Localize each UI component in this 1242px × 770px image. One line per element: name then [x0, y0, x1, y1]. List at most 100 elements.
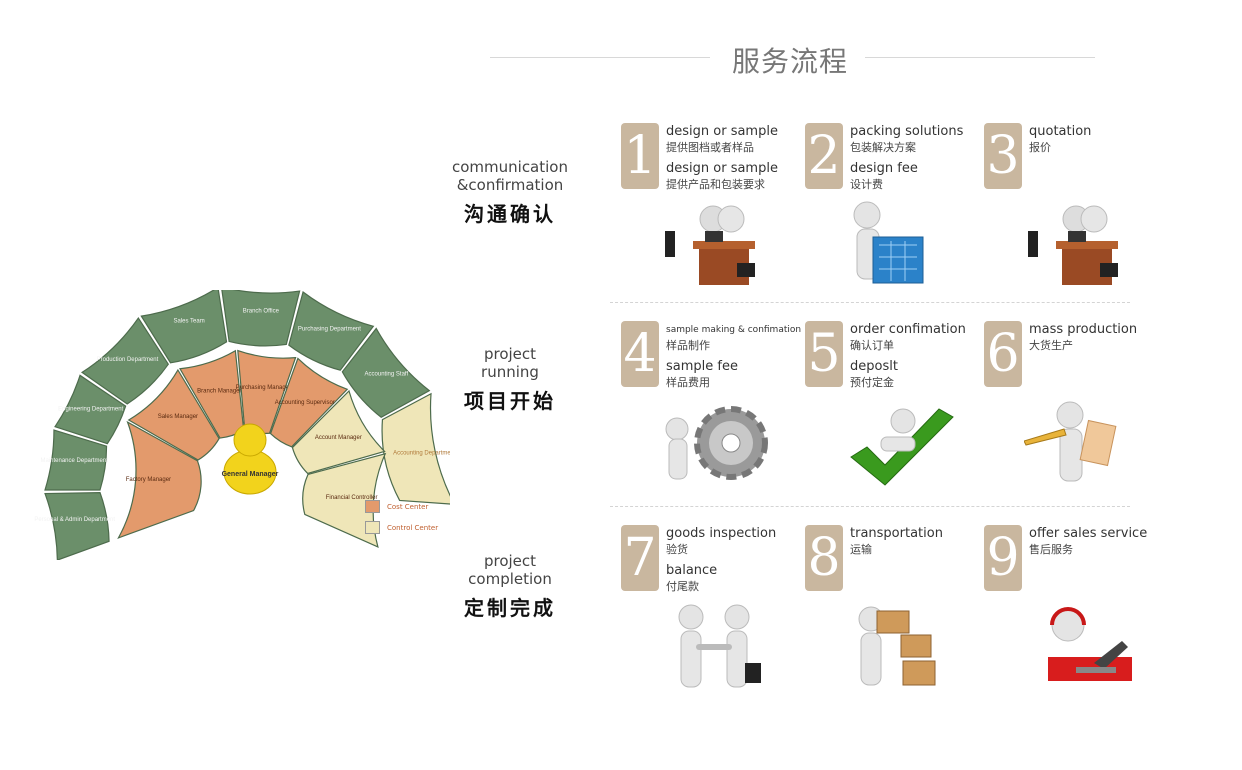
step-detail-en: design fee — [850, 161, 918, 176]
step-number: 9 — [984, 525, 1022, 591]
step-detail-zh: 付尾款 — [666, 580, 699, 593]
step-number: 1 — [621, 123, 659, 189]
phase-en-line2: &confirmation — [456, 176, 564, 194]
step-title-en: quotation — [1029, 124, 1092, 139]
org-outer-label: Accounting Department — [393, 451, 450, 457]
step-title-zh: 包装解决方案 — [850, 141, 916, 154]
legend-cost-center: Cost Center — [365, 500, 438, 513]
step-number: 4 — [621, 321, 659, 387]
org-outer-label: Purchasing Department — [298, 327, 361, 333]
handshake-icon — [661, 603, 771, 693]
legend-cost-label: Cost Center — [387, 502, 429, 511]
step-number: 6 — [984, 321, 1022, 387]
org-outer-segment — [288, 290, 375, 371]
step-title-zh: 运输 — [850, 543, 872, 556]
org-inner-label: Accounting Supervisor — [275, 400, 335, 406]
step-7: 7 goods inspection 验货 balance 付尾款 — [621, 525, 801, 705]
org-inner-label: Purchasing Manager — [236, 385, 291, 391]
org-inner-label: Account Manager — [315, 435, 362, 441]
org-outer-segment — [54, 374, 127, 445]
step-1: 1 design or sample 提供图档或者样品 design or sa… — [621, 123, 801, 303]
step-detail-en: sample fee — [666, 359, 738, 374]
title-line-right — [865, 57, 1095, 58]
section-title: 服务流程 — [490, 38, 1110, 78]
org-outer-label: Engineering Department — [58, 407, 123, 413]
step-5: 5 order confimation 确认订单 deposlt 预付定金 — [805, 321, 985, 501]
org-outer-label: Maintenance Department — [41, 458, 109, 464]
step-title-en: mass production — [1029, 322, 1138, 337]
org-inner-segment — [291, 389, 386, 475]
checkmark-icon — [845, 399, 955, 489]
step-detail-zh: 设计费 — [850, 178, 883, 191]
meeting-desk-icon — [1024, 201, 1134, 291]
legend-control-label: Control Center — [387, 523, 439, 532]
step-detail-zh: 提供产品和包装要求 — [666, 178, 765, 191]
org-outer-segment — [341, 327, 431, 418]
org-outer-label: Personal & Admin Department — [34, 517, 115, 523]
org-chart-graphic: Personal & Admin Department Maintenance D… — [34, 286, 456, 561]
step-title-zh: 验货 — [666, 543, 688, 556]
org-inner-segment — [269, 357, 349, 448]
meeting-desk-icon — [661, 201, 771, 291]
title-text: 服务流程 — [731, 45, 848, 78]
step-2: 2 packing solutions 包装解决方案 design fee 设计… — [805, 123, 985, 303]
phase-zh: 项目开始 — [464, 389, 556, 413]
org-inner-segment — [179, 349, 245, 439]
step-number: 2 — [805, 123, 843, 189]
step-title-en: transportation — [850, 526, 943, 541]
phase-en-line1: communication — [451, 158, 568, 176]
phase-communication: communication &confirmation 沟通确认 — [440, 158, 580, 227]
org-outer-label: Sales Team — [173, 319, 204, 325]
step-title-en: offer sales service — [1029, 526, 1148, 541]
phase-en-line1: project — [483, 552, 537, 570]
org-inner-segment — [302, 452, 387, 549]
step-4: 4 sample making & confimation 样品制作 sampl… — [621, 321, 801, 501]
step-detail-zh: 预付定金 — [850, 376, 894, 389]
phase-zh: 沟通确认 — [464, 202, 556, 226]
org-inner-segment — [117, 420, 202, 539]
title-line-left — [490, 57, 710, 58]
step-detail-en: design or sample — [666, 161, 778, 176]
step-8: 8 transportation 运输 — [805, 525, 985, 705]
row-divider — [610, 506, 1130, 507]
blueprint-icon — [845, 201, 955, 291]
step-title-en: order confimation — [850, 322, 966, 337]
step-title-zh: 售后服务 — [1029, 543, 1073, 556]
phase-zh: 定制完成 — [464, 596, 556, 620]
org-inner-label: Branch Manager — [197, 389, 241, 395]
phase-en-line2: running — [481, 363, 539, 381]
org-outer-segment — [220, 286, 301, 347]
pencil-clipboard-icon — [1023, 399, 1134, 489]
gear-icon — [661, 399, 771, 489]
phase-completion: project completion 定制完成 — [440, 552, 580, 621]
step-3: 3 quotation 报价 — [984, 123, 1164, 303]
step-detail-zh: 样品费用 — [666, 376, 710, 389]
step-number: 8 — [805, 525, 843, 591]
org-legend: Cost Center Control Center — [365, 500, 438, 542]
step-title-en: packing solutions — [850, 124, 964, 139]
org-outer-label: Accounting Staff — [365, 372, 409, 378]
step-title-en: goods inspection — [666, 526, 777, 541]
step-number: 5 — [805, 321, 843, 387]
org-outer-segment — [81, 316, 170, 405]
boxes-icon — [845, 603, 955, 693]
org-chart-illustration: Personal & Admin Department Maintenance D… — [20, 286, 456, 561]
row-divider — [610, 302, 1130, 303]
org-outer-segment — [140, 286, 228, 364]
step-title-zh: 确认订单 — [850, 339, 894, 352]
step-title-zh: 提供图档或者样品 — [666, 141, 754, 154]
headset-laptop-icon — [1024, 603, 1134, 693]
step-number: 7 — [621, 525, 659, 591]
phase-en-line2: completion — [468, 570, 552, 588]
step-detail-en: deposlt — [850, 359, 898, 374]
org-inner-label: Sales Manager — [158, 414, 198, 420]
org-inner-label: Factory Manager — [126, 477, 171, 483]
phase-running: project running 项目开始 — [440, 345, 580, 414]
step-6: 6 mass production 大货生产 — [984, 321, 1164, 501]
org-outer-segment — [44, 429, 108, 491]
org-outer-segment — [381, 392, 456, 505]
step-title-zh: 报价 — [1029, 141, 1051, 154]
general-manager-label: General Manager — [222, 471, 279, 478]
general-manager-figure — [223, 423, 277, 495]
org-outer-label: Branch Office — [243, 308, 280, 314]
